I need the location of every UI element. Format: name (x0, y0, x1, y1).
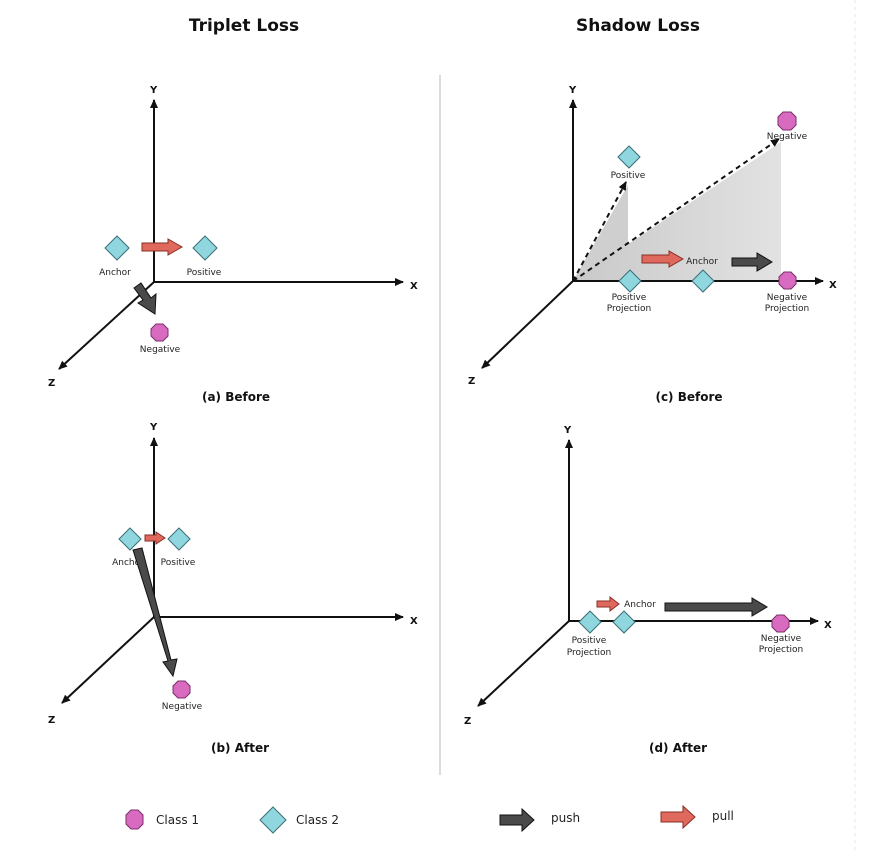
pull-arrow (144, 531, 166, 545)
positive-projection-label-line2: Projection (607, 304, 652, 314)
push-arrow (664, 597, 768, 617)
x-axis-label: X (410, 281, 418, 292)
x-axis-label: X (829, 280, 837, 291)
positive-projection-diamond (618, 269, 642, 293)
positive-diamond (192, 235, 218, 261)
panel-b: Y X Z Anchor Positive Negative (b) After (48, 422, 418, 755)
negative-projection-octagon (771, 614, 790, 633)
negative-projection-label-line1: Negative (761, 634, 802, 644)
legend-push-label: push (551, 811, 580, 825)
positive-label: Positive (161, 558, 196, 568)
negative-projection-label-line2: Projection (759, 645, 804, 655)
negative-projection-octagon (778, 271, 797, 290)
z-axis (481, 280, 574, 369)
negative-vector (572, 138, 780, 282)
legend: Class 1 Class 2 push pull (125, 804, 734, 834)
positive-projection-label-line2: Projection (567, 648, 612, 658)
anchor-diamond (612, 610, 636, 634)
legend-pull-arrow (660, 804, 696, 830)
negative-label: Negative (162, 702, 203, 712)
panel-a: Y X Z Anchor Positive Negative (a) Befor… (48, 85, 418, 404)
legend-class1-octagon (125, 809, 144, 830)
positive-diamond (617, 145, 641, 169)
z-axis (61, 616, 155, 704)
z-axis (477, 620, 570, 707)
negative-projection-label-line2: Projection (765, 304, 810, 314)
z-axis-label: Z (468, 376, 475, 387)
z-axis-label: Z (464, 716, 471, 727)
positive-label: Positive (187, 268, 222, 278)
positive-projection-diamond (578, 610, 602, 634)
z-axis (58, 281, 155, 370)
anchor-label: Anchor (112, 558, 144, 568)
y-axis-label: Y (149, 422, 158, 433)
negative-label: Negative (140, 345, 181, 355)
x-axis-label: X (410, 616, 418, 627)
legend-pull-label: pull (712, 809, 734, 823)
anchor-label: Anchor (99, 268, 131, 278)
legend-class2-diamond (259, 806, 287, 834)
negative-projection-label-line1: Negative (767, 293, 808, 303)
positive-label: Positive (611, 171, 646, 181)
push-arrow (133, 282, 157, 315)
negative-shadow (573, 142, 781, 281)
panel-d: Y X Z Anchor Positive Projection Negativ… (464, 425, 832, 755)
caption-a: (a) Before (202, 390, 270, 404)
negative-label: Negative (767, 132, 808, 142)
panel-c: Y X Z Positive Negative Anchor Positive … (468, 85, 837, 404)
legend-class2-label: Class 2 (296, 813, 339, 827)
anchor-diamond (118, 527, 142, 551)
negative-octagon (150, 323, 169, 342)
x-axis-label: X (824, 620, 832, 631)
legend-class1-label: Class 1 (156, 813, 199, 827)
anchor-diamond (104, 235, 130, 261)
negative-octagon (172, 680, 191, 699)
y-axis-label: Y (149, 85, 158, 96)
pull-arrow (596, 595, 620, 613)
positive-diamond (167, 527, 191, 551)
anchor-label: Anchor (686, 257, 718, 267)
positive-projection-label-line1: Positive (572, 636, 607, 646)
anchor-label: Anchor (624, 600, 656, 610)
push-arrow (731, 252, 773, 272)
z-axis-label: Z (48, 378, 55, 389)
title-triplet-loss: Triplet Loss (189, 16, 299, 36)
pull-arrow (641, 250, 685, 268)
y-axis-label: Y (568, 85, 577, 96)
positive-projection-label-line1: Positive (612, 293, 647, 303)
caption-d: (d) After (649, 741, 707, 755)
z-axis-label: Z (48, 715, 55, 726)
negative-octagon (777, 111, 797, 131)
anchor-diamond (691, 269, 715, 293)
y-axis-label: Y (563, 425, 572, 436)
legend-push-arrow (499, 807, 535, 833)
caption-c: (c) Before (655, 390, 722, 404)
positive-vector (572, 181, 627, 282)
caption-b: (b) After (211, 741, 269, 755)
push-arrow (132, 547, 178, 678)
title-shadow-loss: Shadow Loss (576, 16, 700, 36)
pull-arrow (141, 238, 184, 256)
